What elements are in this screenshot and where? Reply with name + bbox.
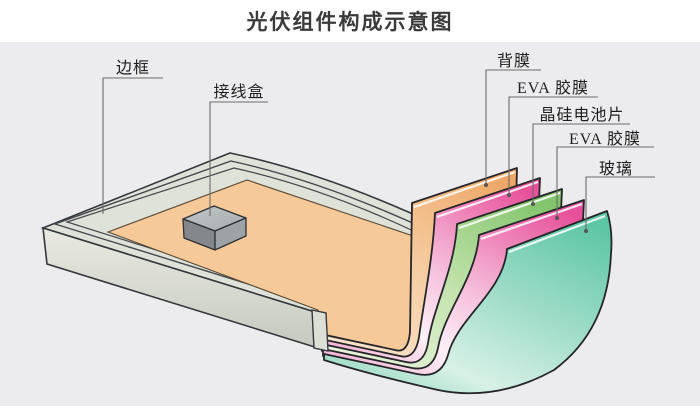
leader-dots — [484, 183, 588, 233]
frame-end-cap — [311, 309, 329, 352]
eva-lower-leader-line — [556, 146, 654, 218]
eva-upper-dot — [507, 193, 511, 197]
frame-groove-line-inner — [65, 167, 427, 303]
layer-stack — [319, 167, 613, 395]
page-title: 光伏组件构成示意图 — [246, 10, 454, 34]
label-back-film: 背膜 — [497, 52, 531, 70]
eva-lower-dot — [555, 216, 559, 220]
label-eva-lower: EVA 胶膜 — [569, 130, 641, 148]
glass-sheet — [323, 210, 613, 395]
label-junction-box: 接线盒 — [213, 83, 264, 101]
glass-dot — [584, 229, 588, 233]
eva-upper-leader-line — [508, 96, 598, 195]
eva-upper-edge-highlight — [436, 180, 539, 219]
cell-leader-line — [532, 123, 630, 204]
frame-leader-line — [102, 77, 163, 214]
cell-edge-highlight — [458, 191, 561, 230]
glass-edge-highlight — [508, 214, 606, 254]
junction-box — [182, 205, 247, 251]
glass-leader-line — [585, 176, 655, 231]
frame-groove-line-outer — [52, 160, 429, 307]
cell-dot — [531, 202, 535, 206]
leader-lines — [102, 69, 655, 233]
junction-box-right — [214, 217, 247, 251]
label-glass: 玻璃 — [599, 160, 633, 178]
back-film-edge-highlight — [413, 170, 516, 209]
back-film-dot — [484, 183, 488, 187]
junction-box-leader-line — [209, 101, 268, 216]
label-eva-upper: EVA 胶膜 — [517, 79, 589, 97]
back-film-leader-line — [485, 69, 541, 185]
labels: 边框 接线盒 背膜 EVA 胶膜 晶硅电池片 EVA 胶膜 玻璃 — [116, 52, 641, 178]
label-silicon-cell: 晶硅电池片 — [539, 106, 624, 124]
label-frame: 边框 — [116, 59, 150, 77]
eva-lower-edge-highlight — [480, 202, 583, 241]
